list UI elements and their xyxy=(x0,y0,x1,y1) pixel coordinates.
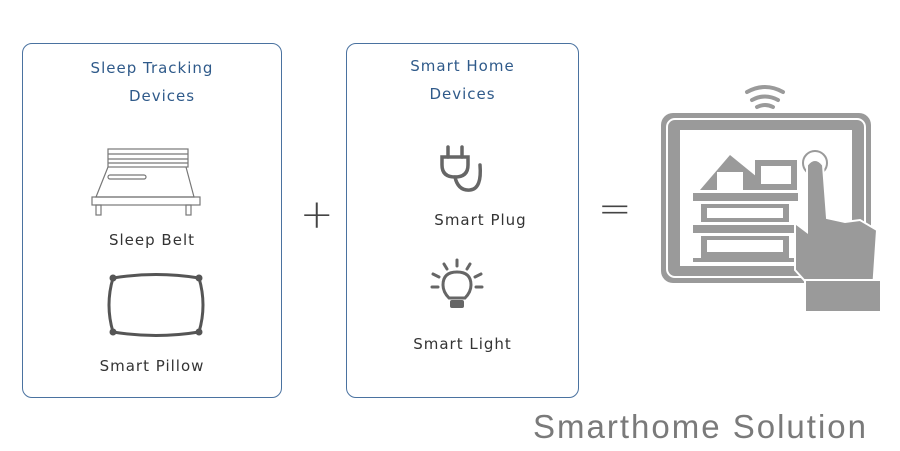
title-line-1: Sleep Tracking xyxy=(90,59,214,77)
tablet-smarthome-icon xyxy=(661,85,882,313)
smart-light-label: Smart Light xyxy=(413,335,512,353)
plus-sign: + xyxy=(300,192,334,238)
title-line-2: Devices xyxy=(128,87,196,105)
plug-icon xyxy=(440,145,483,192)
equals-sign: = xyxy=(598,186,632,232)
lightbulb-icon xyxy=(430,258,484,308)
title-line-2: Devices xyxy=(429,85,496,103)
smart-home-box: Smart Home Devices Smart Plug Smart Ligh… xyxy=(346,43,579,398)
sleep-belt-label: Sleep Belt xyxy=(108,231,195,249)
bed-icon xyxy=(91,148,201,216)
title-line-1: Smart Home xyxy=(410,57,515,75)
sleep-box-title: Sleep Tracking Devices xyxy=(23,54,281,110)
smart-pillow-label: Smart Pillow xyxy=(99,357,205,375)
home-box-title: Smart Home Devices xyxy=(347,52,578,108)
smart-plug-label: Smart Plug xyxy=(434,211,527,229)
pillow-icon xyxy=(107,273,205,337)
sleep-tracking-box: Sleep Tracking Devices Sleep Belt Smart … xyxy=(22,43,282,398)
smarthome-solution-label: Smarthome Solution xyxy=(533,408,868,445)
